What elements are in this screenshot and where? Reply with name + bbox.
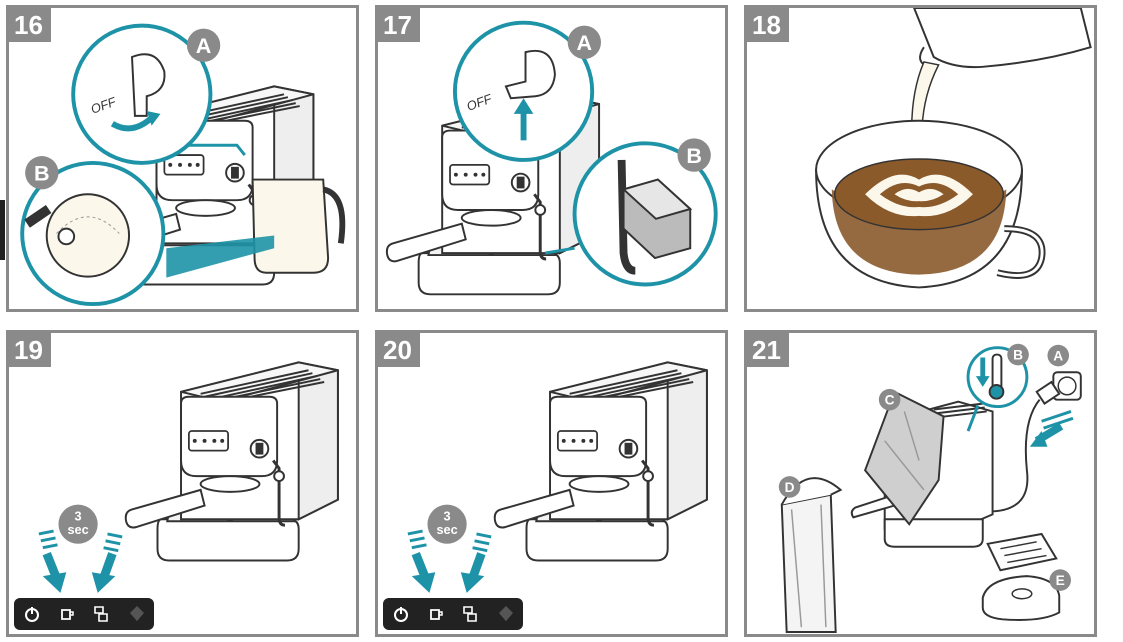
single-cup-icon[interactable]: [57, 604, 77, 624]
callout-a-badge: A: [1047, 344, 1070, 367]
panel-17: 17 OFF A B: [375, 5, 728, 312]
unplug-arrow-icon: [1029, 410, 1074, 447]
timer-badge: 3 sec: [427, 504, 467, 544]
svg-text:3: 3: [444, 508, 451, 523]
callout-e-badge: E: [1049, 569, 1071, 591]
svg-text:E: E: [1056, 573, 1065, 588]
descale-step-illustration: 3 sec: [38, 360, 340, 593]
svg-text:A: A: [577, 30, 593, 55]
page-edge-mark: [0, 200, 5, 260]
power-icon[interactable]: [22, 604, 42, 624]
latte-art-illustration: [815, 8, 1092, 289]
press-arrow-right-icon: [91, 532, 123, 593]
press-arrow-left-icon: [38, 529, 67, 593]
callout-a-badge: A: [186, 28, 221, 62]
steam-frothing-illustration: OFF A B: [20, 23, 346, 307]
callout-b-badge: B: [1007, 343, 1029, 366]
panel-21: 21: [744, 330, 1097, 637]
panel-number: 19: [9, 333, 51, 367]
svg-text:B: B: [34, 161, 50, 186]
press-arrow-left-icon: [407, 529, 436, 593]
power-icon[interactable]: [391, 604, 411, 624]
svg-text:B: B: [1013, 347, 1023, 362]
svg-text:D: D: [785, 480, 795, 495]
control-panel-bar: [383, 598, 523, 630]
panel-number: 17: [378, 8, 420, 42]
svg-text:sec: sec: [67, 522, 88, 537]
panel-16: 16 OFF A B: [6, 5, 359, 312]
descale-step-illustration: 3 sec: [407, 360, 709, 593]
callout-b-badge: B: [25, 156, 59, 190]
callout-b-badge: B: [677, 138, 711, 172]
panel-20: 20 3 sec: [375, 330, 728, 637]
cleaning-storage-illustration: A B C D E: [778, 343, 1082, 634]
panel-number: 21: [747, 333, 789, 367]
svg-text:A: A: [196, 33, 212, 58]
control-panel-bar: [14, 598, 154, 630]
double-cup-icon[interactable]: [461, 604, 481, 624]
svg-text:B: B: [686, 143, 702, 168]
timer-badge: 3 sec: [58, 504, 98, 544]
callout-d-badge: D: [778, 476, 801, 498]
callout-c-badge: C: [878, 388, 901, 411]
svg-text:sec: sec: [436, 522, 457, 537]
panel-number: 20: [378, 333, 420, 367]
svg-text:A: A: [1053, 348, 1063, 363]
svg-text:3: 3: [75, 508, 82, 523]
steam-icon[interactable]: [127, 604, 147, 624]
single-cup-icon[interactable]: [426, 604, 446, 624]
steam-icon[interactable]: [496, 604, 516, 624]
press-arrow-right-icon: [460, 532, 492, 593]
panel-19: 19 3 sec: [6, 330, 359, 637]
wipe-steam-wand-illustration: OFF A B: [385, 20, 718, 296]
svg-text:C: C: [885, 393, 895, 408]
milk-jug-icon: [251, 178, 346, 274]
callout-a-badge: A: [567, 25, 602, 59]
double-cup-icon[interactable]: [92, 604, 112, 624]
panel-number: 18: [747, 8, 789, 42]
panel-18: 18: [744, 5, 1097, 312]
panel-number: 16: [9, 8, 51, 42]
